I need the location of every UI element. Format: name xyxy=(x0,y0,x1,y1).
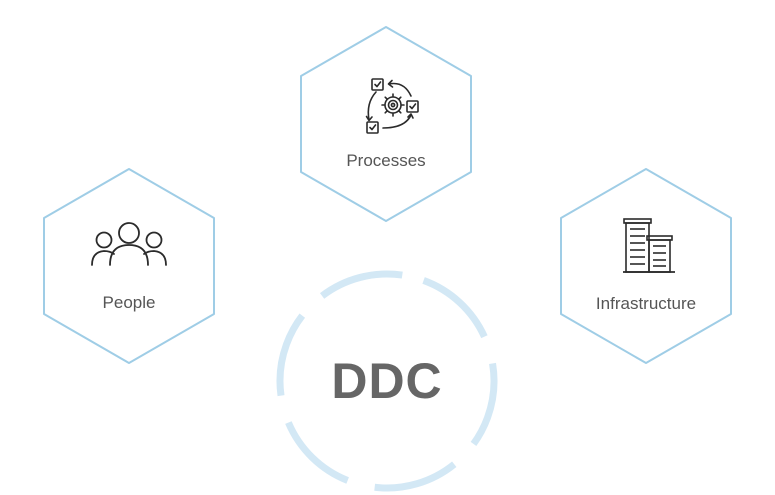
people-group-icon xyxy=(91,222,167,266)
processes-label: Processes xyxy=(346,151,426,170)
people-hexagon xyxy=(43,168,215,364)
center-dashed-ring xyxy=(276,270,498,492)
buildings-icon xyxy=(623,218,675,273)
process-cycle-icon xyxy=(365,78,419,134)
infrastructure-hexagon xyxy=(560,168,732,364)
center-title: DDC xyxy=(331,353,443,409)
infrastructure-label: Infrastructure xyxy=(595,294,697,313)
people-label: People xyxy=(102,293,156,312)
processes-hexagon xyxy=(300,26,472,222)
